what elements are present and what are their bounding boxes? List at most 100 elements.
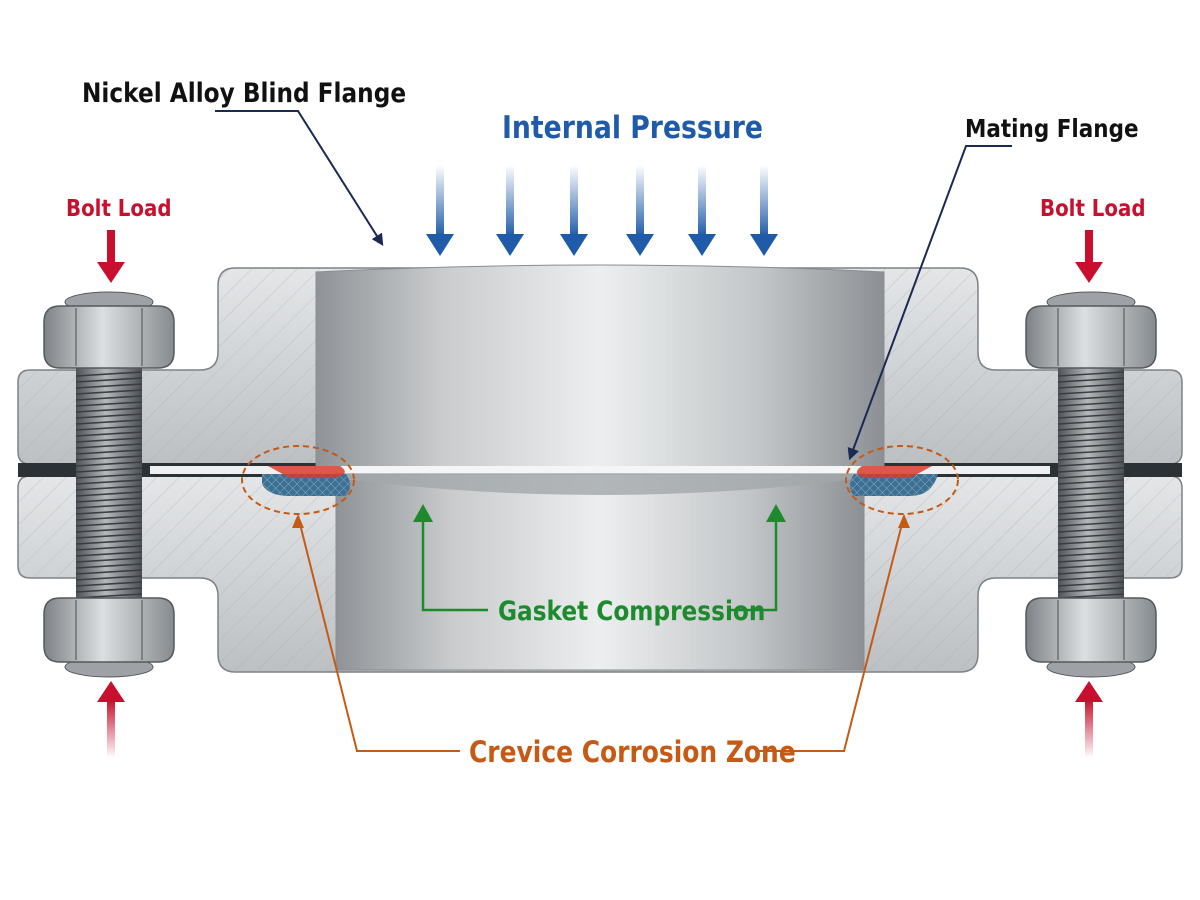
bolt-thread: [1057, 389, 1125, 395]
gasket-left-bracket-line: [421, 520, 488, 612]
bolt-thread: [1057, 377, 1125, 383]
bolt-thread: [75, 527, 143, 533]
gasket-left: [262, 466, 350, 496]
crevice-leader-left: [297, 515, 460, 752]
crevice-zone-right-ellipse: [845, 445, 959, 515]
bolt-thread: [75, 407, 143, 413]
bolt-thread: [75, 401, 143, 407]
bolt-thread: [75, 437, 143, 443]
arrow-down-icon: [688, 165, 716, 256]
gasket-right-bracket-line: [730, 520, 778, 612]
bolt-right-bottom-nut: [1025, 597, 1157, 663]
bolt-thread: [75, 581, 143, 587]
bolt-thread: [1057, 509, 1125, 515]
bolt-thread: [75, 425, 143, 431]
gasket-compression-label: Gasket Compression: [498, 596, 766, 627]
bolt-thread: [1057, 443, 1125, 449]
arrow-up-icon: [413, 504, 433, 522]
bolt-thread: [75, 533, 143, 539]
gasket-right: [850, 466, 938, 496]
bolt-thread: [1057, 581, 1125, 587]
bolt-thread: [75, 497, 143, 503]
arrow-down-icon: [626, 165, 654, 256]
bolt-thread: [1057, 467, 1125, 473]
bolt-right-threads: [1057, 371, 1125, 599]
arrow-down-icon: [496, 165, 524, 256]
bolt-thread: [1057, 485, 1125, 491]
pressure-arrows: [426, 165, 778, 256]
bolt-load-left-label: Bolt Load: [66, 196, 172, 222]
bolt-left-top-nut: [43, 305, 175, 369]
bolt-thread: [75, 377, 143, 383]
bore: [315, 264, 885, 671]
bolt-thread: [1057, 521, 1125, 527]
arrow-down-icon: [560, 165, 588, 256]
bolt-left-threads: [75, 371, 143, 599]
blind-flange-leader: [215, 110, 384, 247]
crevice-leaders: [292, 514, 910, 752]
bolt-thread: [75, 587, 143, 593]
bolt-thread: [1057, 557, 1125, 563]
arrow-down-icon: [97, 230, 125, 283]
bolt-thread: [75, 509, 143, 515]
bolt-thread: [1057, 401, 1125, 407]
bolt-thread: [75, 485, 143, 491]
bolt-right-top-nut: [1025, 305, 1157, 369]
bolt-thread: [75, 473, 143, 479]
bolt-thread: [75, 443, 143, 449]
bolt-load-arrows: [97, 230, 1103, 758]
bolt-right: [1025, 291, 1157, 678]
blind-flange-label: Nickel Alloy Blind Flange: [82, 78, 407, 109]
bolt-load-right-label: Bolt Load: [1040, 196, 1146, 222]
bolt-thread: [1057, 371, 1125, 377]
bolt-thread: [75, 479, 143, 485]
bolt-thread: [75, 557, 143, 563]
bolt-thread: [1057, 473, 1125, 479]
bolt-thread: [1057, 527, 1125, 533]
bolt-thread: [75, 395, 143, 401]
bolt-thread: [1057, 569, 1125, 575]
bolt-thread: [1057, 395, 1125, 401]
bolt-thread: [75, 461, 143, 467]
bolt-thread: [75, 413, 143, 419]
bolt-thread: [1057, 575, 1125, 581]
bolt-thread: [1057, 503, 1125, 509]
lower-bore-face: [335, 473, 865, 671]
arrow-down-icon: [426, 165, 454, 256]
bolt-thread: [1057, 437, 1125, 443]
bolt-thread: [1057, 551, 1125, 557]
bolt-thread: [75, 515, 143, 521]
bolt-thread: [75, 551, 143, 557]
bolt-thread: [1057, 497, 1125, 503]
bolt-thread: [75, 389, 143, 395]
bolt-thread: [1057, 545, 1125, 551]
gasket-compression-bracket: [413, 504, 786, 612]
internal-pressure-label: Internal Pressure: [502, 110, 763, 146]
bolt-thread: [75, 539, 143, 545]
bolt-thread: [75, 419, 143, 425]
mating-flange-leader: [847, 145, 1012, 461]
bolt-thread: [75, 503, 143, 509]
bolt-thread: [1057, 425, 1125, 431]
bolt-thread: [1057, 533, 1125, 539]
bolt-thread: [75, 521, 143, 527]
bolt-thread: [1057, 515, 1125, 521]
bolt-thread: [75, 491, 143, 497]
mating-flange-label: Mating Flange: [965, 114, 1139, 143]
crevice-corrosion-label: Crevice Corrosion Zone: [469, 735, 796, 769]
crevice-leader-right: [758, 515, 905, 752]
bolt-thread: [1057, 383, 1125, 389]
bolt-thread: [1057, 419, 1125, 425]
bolt-thread: [1057, 449, 1125, 455]
bolt-left: [43, 291, 175, 678]
bolt-thread: [75, 467, 143, 473]
bolt-thread: [75, 449, 143, 455]
arrow-down-icon: [1075, 230, 1103, 283]
bolt-left-bottom-nut: [43, 597, 175, 663]
bolt-thread: [75, 545, 143, 551]
bolt-thread: [1057, 413, 1125, 419]
bolt-thread: [75, 575, 143, 581]
bolt-thread: [75, 431, 143, 437]
